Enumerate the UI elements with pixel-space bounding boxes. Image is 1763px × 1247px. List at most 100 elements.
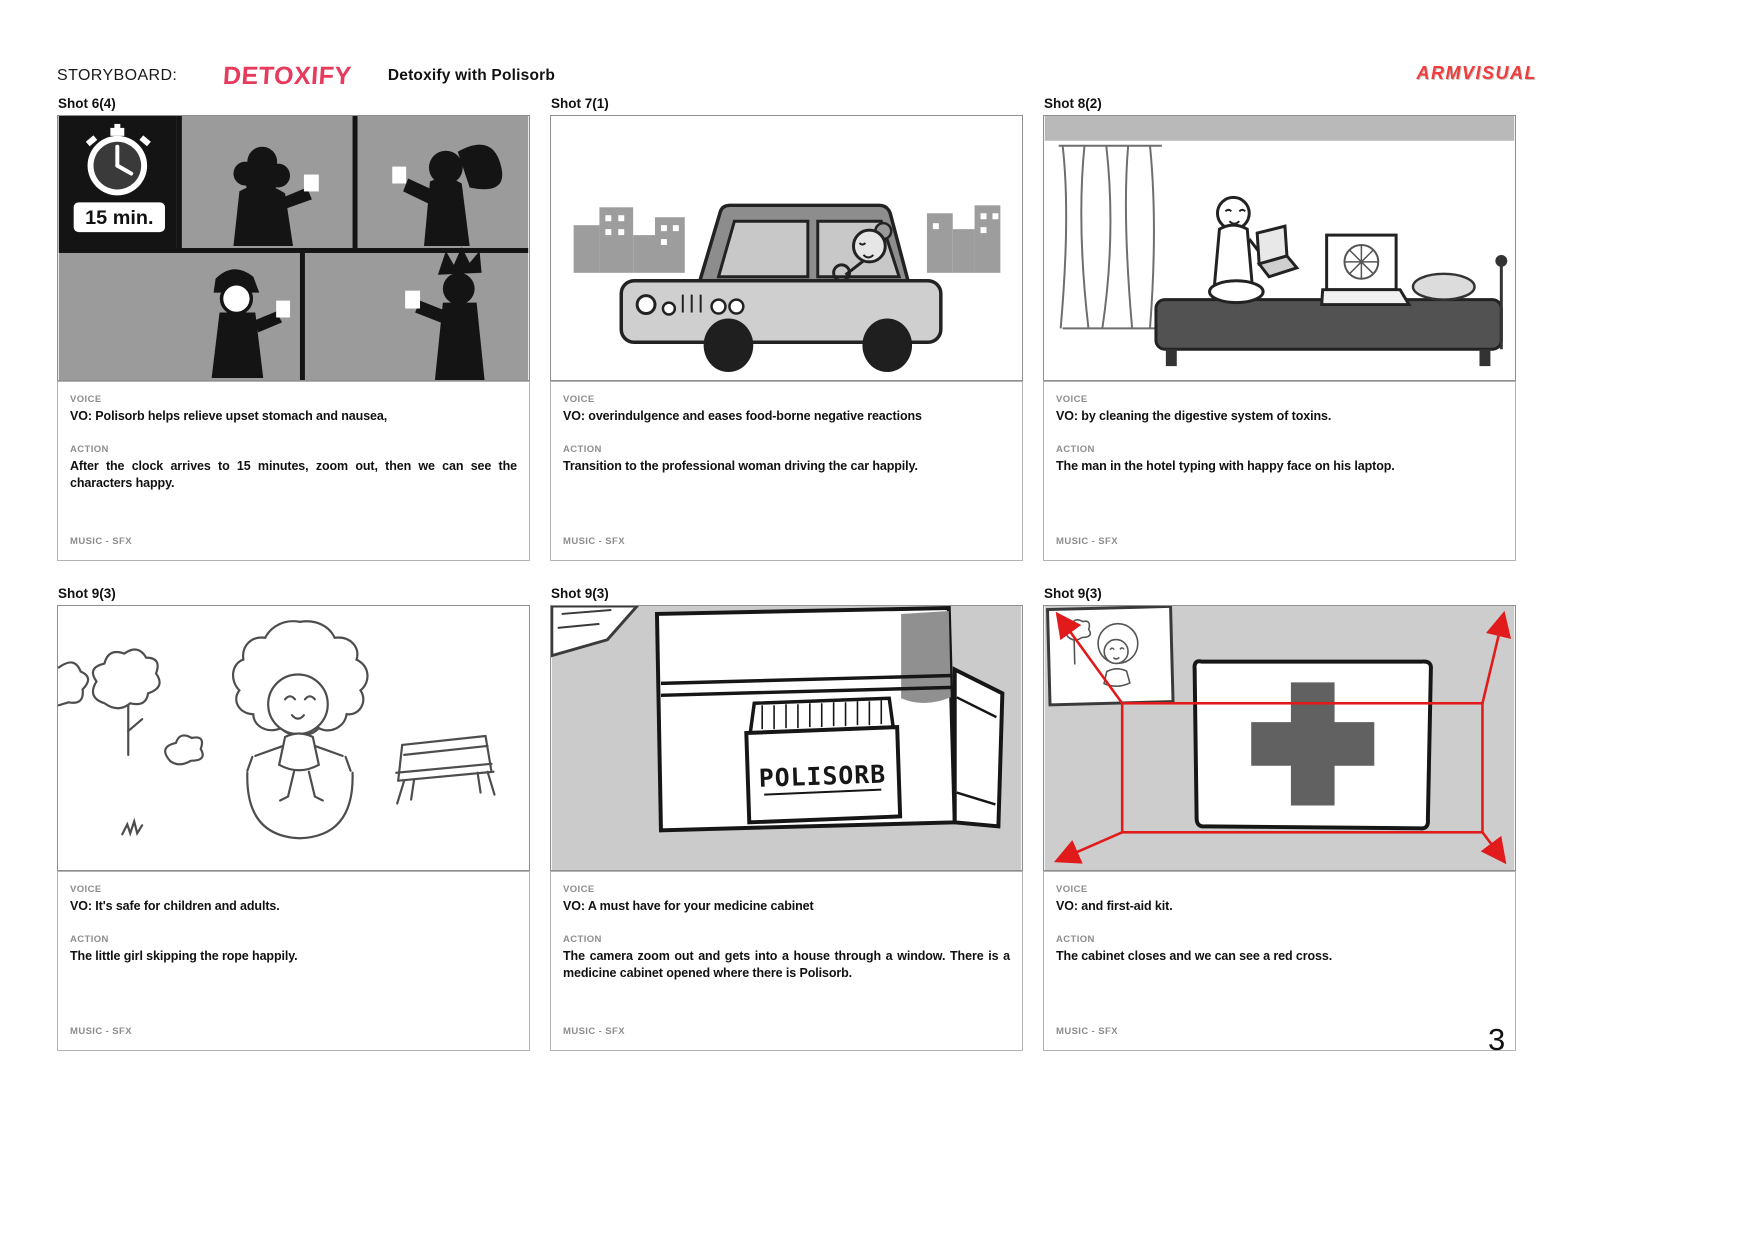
- voice-text: VO: A must have for your medicine cabine…: [563, 899, 814, 913]
- shot-info-box: VOICE VO: and first-aid kit. ACTION The …: [1043, 871, 1516, 1051]
- voice-text: VO: Polisorb helps relieve upset stomach…: [70, 409, 388, 423]
- first-aid-cabinet-sketch: [1044, 606, 1515, 870]
- voice-label: VOICE: [70, 884, 102, 895]
- action-label: ACTION: [70, 444, 109, 455]
- character-silhouette: [233, 146, 312, 247]
- voice-text: VO: overindulgence and eases food-borne …: [563, 409, 922, 423]
- shot-sketch-frame: [57, 605, 530, 871]
- page-number: 3: [1488, 1022, 1506, 1057]
- music-label: MUSIC - SFX: [1056, 536, 1118, 547]
- shot-sketch-frame: [550, 115, 1023, 381]
- action-label: ACTION: [1056, 444, 1095, 455]
- hotel-room-sketch: [1044, 116, 1515, 380]
- character-outline: [211, 269, 283, 379]
- action-label: ACTION: [70, 934, 109, 945]
- grass: [121, 817, 144, 837]
- wall-band: [1044, 116, 1515, 141]
- cabinet-door: [952, 666, 1005, 829]
- music-label: MUSIC - SFX: [70, 536, 132, 547]
- action-text: Transition to the professional woman dri…: [563, 459, 918, 473]
- music-label: MUSIC - SFX: [563, 1026, 625, 1037]
- comic-panels-sketch: 15 min.: [58, 116, 529, 380]
- bed: [1154, 298, 1503, 351]
- action-text: The man in the hotel typing with happy f…: [1056, 459, 1395, 473]
- shot-sketch-frame: [1043, 115, 1516, 381]
- action-text: The cabinet closes and we can see a red …: [1056, 949, 1333, 963]
- wheel: [862, 318, 913, 373]
- cup: [392, 166, 407, 184]
- car-driving-sketch: [551, 116, 1022, 380]
- bush: [164, 734, 204, 766]
- shot-info-box: VOICE VO: It's safe for children and adu…: [57, 871, 530, 1051]
- timer-text: 15 min.: [85, 207, 153, 229]
- music-label: MUSIC - SFX: [70, 1026, 132, 1037]
- medical-cross: [1251, 682, 1375, 806]
- shot-panel: Shot 8(2): [1043, 97, 1516, 561]
- cup: [276, 300, 291, 318]
- armvisual-studio-logo: ARMVISUAL: [1416, 63, 1537, 83]
- shot-title: Shot 8(2): [1044, 96, 1102, 111]
- shot-panel: Shot 9(3): [57, 587, 530, 1051]
- voice-text: VO: and first-aid kit.: [1056, 899, 1173, 913]
- timer-text-box: [73, 202, 165, 233]
- zoom-out-guides: [1053, 610, 1512, 865]
- voice-label: VOICE: [563, 394, 595, 405]
- box-label-text: POLISORB: [758, 759, 886, 792]
- tree: [58, 661, 90, 707]
- girl-skipping-rope: [232, 620, 369, 840]
- shot-info-box: VOICE VO: overindulgence and eases food-…: [550, 381, 1023, 561]
- voice-text: VO: by cleaning the digestive system of …: [1056, 409, 1332, 423]
- picture-frame: [1045, 606, 1175, 707]
- action-label: ACTION: [1056, 934, 1095, 945]
- voice-label: VOICE: [563, 884, 595, 895]
- page-header: STORYBOARD: DETOXIFY Detoxify with Polis…: [57, 60, 555, 92]
- music-label: MUSIC - SFX: [563, 536, 625, 547]
- action-label: ACTION: [563, 934, 602, 945]
- storyboard-label: STORYBOARD:: [57, 67, 178, 84]
- driver-woman: [832, 221, 893, 283]
- polisorb-box: POLISORB: [744, 696, 903, 825]
- shot-sketch-frame: 15 min.: [57, 115, 530, 381]
- curtain: [1058, 144, 1162, 330]
- jump-rope: [246, 771, 354, 840]
- girl-skipping-sketch: [58, 606, 529, 870]
- shot-title: Shot 9(3): [551, 586, 609, 601]
- shot-title: Shot 6(4): [58, 96, 116, 111]
- medicine-cabinet-sketch: POLISORB: [551, 606, 1022, 870]
- action-text: The camera zoom out and gets into a hous…: [563, 949, 1010, 980]
- cup: [303, 174, 319, 192]
- action-text: The little girl skipping the rope happil…: [70, 949, 298, 963]
- shot-info-box: VOICE VO: Polisorb helps relieve upset s…: [57, 381, 530, 561]
- man-with-laptop: [1208, 195, 1300, 305]
- shot-info-box: VOICE VO: A must have for your medicine …: [550, 871, 1023, 1051]
- voice-label: VOICE: [70, 394, 102, 405]
- stopwatch-icon: [85, 123, 151, 196]
- shot-sketch-frame: POLISORB: [550, 605, 1023, 871]
- pillow: [1411, 272, 1476, 301]
- voice-label: VOICE: [1056, 884, 1088, 895]
- storyboard-grid: Shot 6(4): [57, 97, 1516, 1051]
- shot-sketch-frame: [1043, 605, 1516, 871]
- bench: [395, 734, 496, 805]
- shot-panel: Shot 7(1): [550, 97, 1023, 561]
- tree: [91, 648, 161, 756]
- shot-title: Shot 7(1): [551, 96, 609, 111]
- action-text: After the clock arrives to 15 minutes, z…: [70, 459, 517, 490]
- voice-text: VO: It's safe for children and adults.: [70, 899, 280, 913]
- detoxify-brand-logo: DETOXIFY: [222, 61, 353, 90]
- project-title: Detoxify with Polisorb: [387, 67, 556, 84]
- shot-title: Shot 9(3): [58, 586, 116, 601]
- shot-panel: Shot 9(3): [550, 587, 1023, 1051]
- character-silhouette: [403, 144, 503, 247]
- cup: [405, 290, 421, 309]
- character-silhouette: [415, 247, 485, 380]
- pizza-box: [1320, 233, 1412, 307]
- shot-title: Shot 9(3): [1044, 586, 1102, 601]
- music-label: MUSIC - SFX: [1056, 1026, 1118, 1037]
- shot-panel: Shot 9(3): [1043, 587, 1516, 1051]
- shot-info-box: VOICE VO: by cleaning the digestive syst…: [1043, 381, 1516, 561]
- window-frame: [551, 606, 640, 658]
- wheel: [703, 318, 754, 373]
- shot-panel: Shot 6(4): [57, 97, 530, 561]
